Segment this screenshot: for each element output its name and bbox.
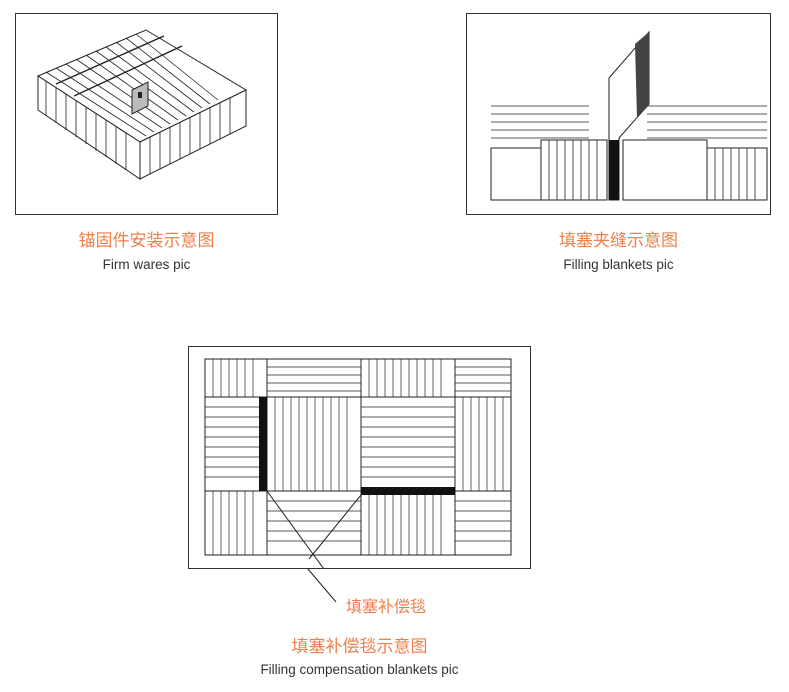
- caption-cn-firm-wares: 锚固件安装示意图: [78, 231, 215, 251]
- compensation-strip-horizontal: [361, 487, 455, 495]
- firm-wares-illustration: [36, 29, 248, 180]
- filling-blankets-illustration: [490, 30, 768, 201]
- figure-filling-blankets: [466, 13, 771, 215]
- caption-en-filling-compensation: Filling compensation blankets pic: [260, 662, 459, 677]
- caption-cn-filling-blankets: 填塞夹缝示意图: [559, 231, 678, 251]
- figure-firm-wares: [15, 13, 278, 215]
- callout-label: 填塞补偿毯: [346, 597, 427, 616]
- caption-cn-filling-compensation: 填塞补偿毯示意图: [291, 637, 428, 657]
- caption-en-firm-wares: Firm wares pic: [102, 257, 191, 272]
- filling-compensation-illustration: [204, 358, 512, 568]
- compensation-strip-vertical: [259, 397, 267, 491]
- caption-en-filling-blankets: Filling blankets pic: [563, 257, 674, 272]
- figure-filling-compensation: [188, 346, 531, 569]
